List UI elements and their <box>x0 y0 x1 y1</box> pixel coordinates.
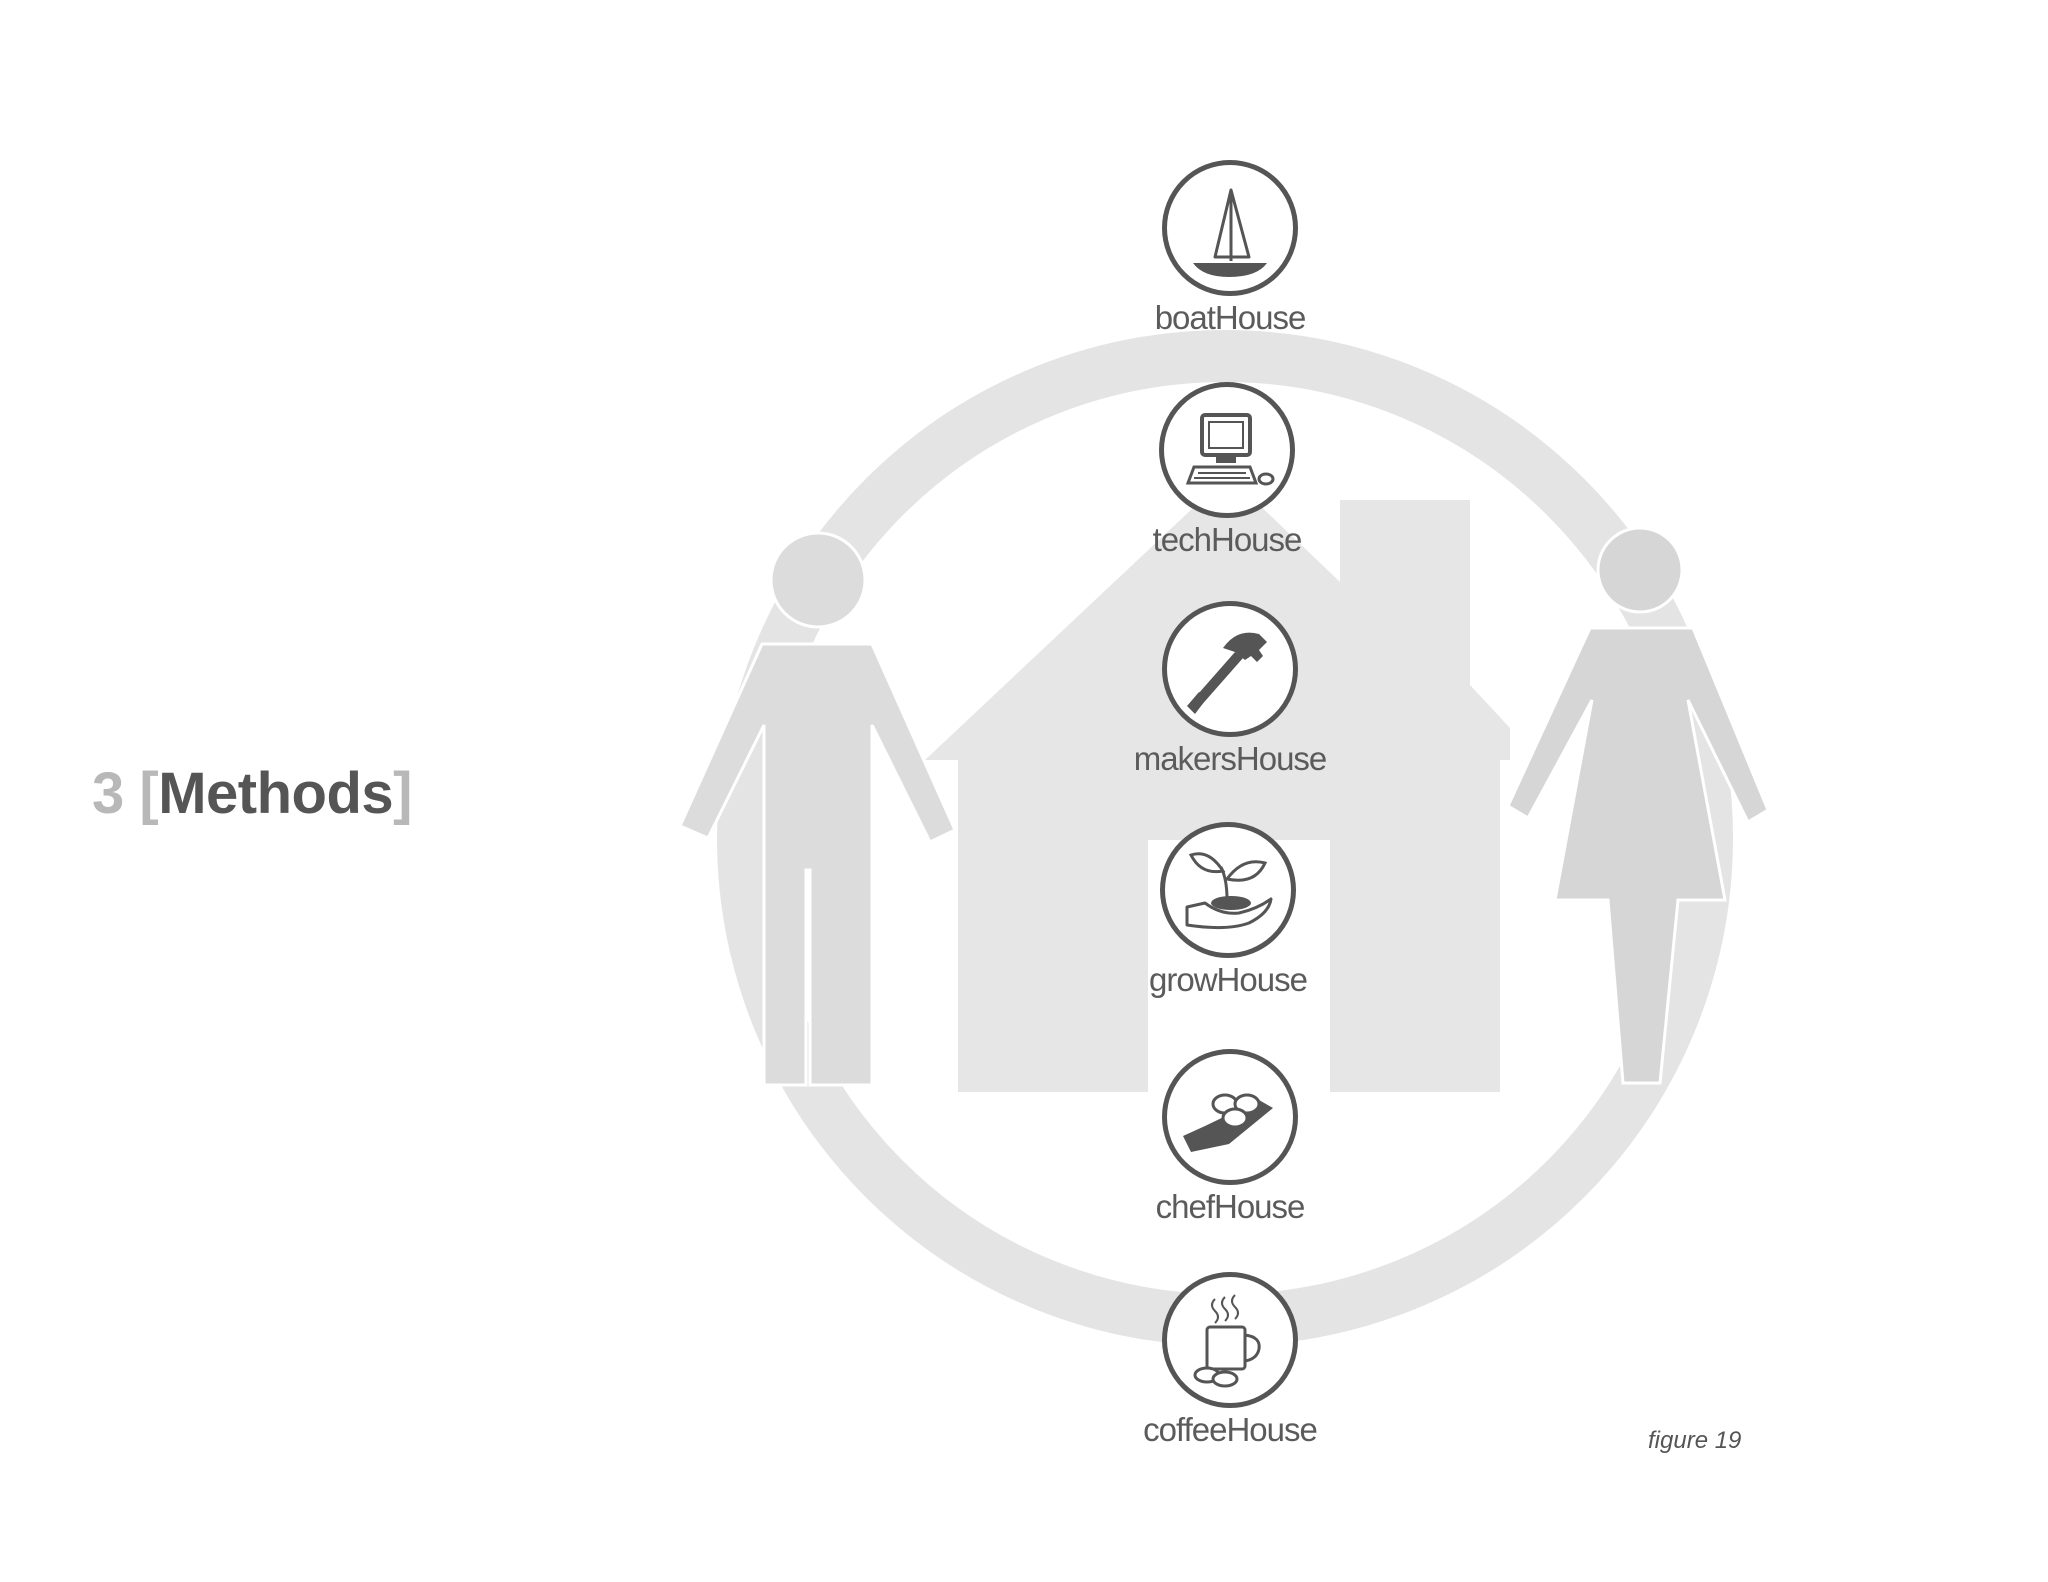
house-silhouette <box>925 475 1510 1092</box>
house-item-techhouse: techHouse <box>1077 382 1377 558</box>
man-silhouette <box>678 531 957 1087</box>
sprout-in-hand-icon <box>1185 852 1273 930</box>
chefhouse-icon-circle <box>1162 1049 1298 1185</box>
section-title: Methods <box>158 761 394 826</box>
house-label: boatHouse <box>1154 299 1307 336</box>
house-label: growHouse <box>1149 961 1308 998</box>
computer-icon <box>1185 413 1275 486</box>
open-bracket: [ <box>139 761 159 826</box>
house-label: makersHouse <box>1133 740 1328 777</box>
makershouse-icon-circle <box>1162 601 1298 737</box>
growhouse-icon-circle <box>1160 822 1296 958</box>
bread-board-icon <box>1183 1093 1273 1152</box>
techhouse-icon-circle <box>1159 382 1295 518</box>
section-number: 3 <box>92 761 124 826</box>
house-item-chefhouse: chefHouse <box>1080 1049 1380 1225</box>
coffeehouse-icon-circle <box>1162 1272 1298 1408</box>
sailboat-icon <box>1193 188 1267 277</box>
house-label: techHouse <box>1152 521 1303 558</box>
house-item-makershouse: makersHouse <box>1080 601 1380 777</box>
section-heading: 3 [Methods] <box>92 765 412 823</box>
figure-caption: figure 19 <box>1648 1427 1742 1454</box>
house-label: coffeeHouse <box>1143 1411 1318 1448</box>
house-item-boathouse: boatHouse <box>1080 160 1380 336</box>
coffee-mug-icon <box>1193 1294 1261 1388</box>
hammer-icon <box>1187 632 1267 714</box>
house-item-growhouse: growHouse <box>1078 822 1378 998</box>
house-label: chefHouse <box>1155 1188 1306 1225</box>
house-item-coffeehouse: coffeeHouse <box>1080 1272 1380 1448</box>
boathouse-icon-circle <box>1162 160 1298 296</box>
close-bracket: ] <box>393 761 412 826</box>
woman-silhouette <box>1506 526 1770 1085</box>
